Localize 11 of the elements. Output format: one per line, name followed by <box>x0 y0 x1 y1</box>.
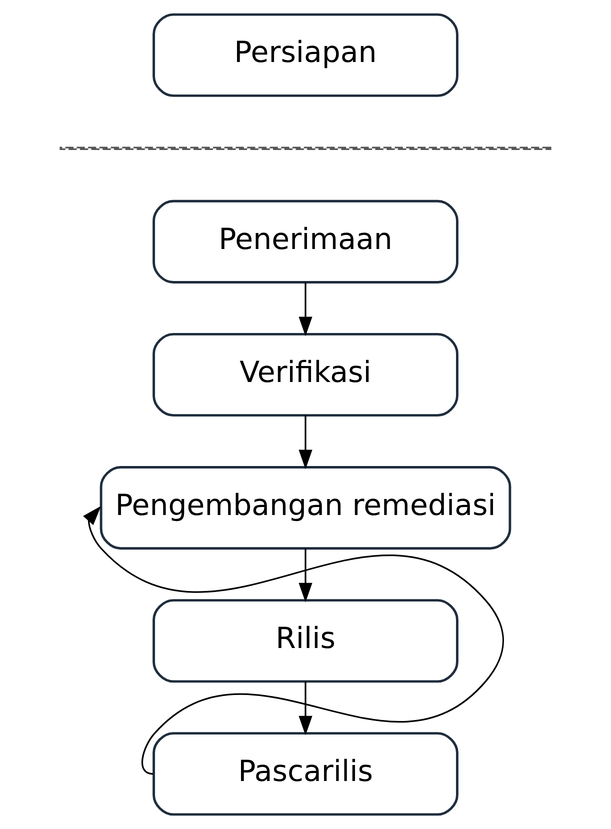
node-box: Verifikasi <box>152 332 458 417</box>
arrow <box>298 282 312 336</box>
node-box: Penerimaan <box>152 200 458 284</box>
node-box: Rilis <box>152 599 458 683</box>
arrow <box>298 415 312 470</box>
node-box: Persiapan <box>152 13 458 97</box>
node-box: Pascarilis <box>152 732 458 816</box>
arrow <box>298 681 312 736</box>
arrow <box>83 506 504 775</box>
node-box: Pengembangan remediasi <box>100 466 512 550</box>
arrow <box>298 548 312 602</box>
